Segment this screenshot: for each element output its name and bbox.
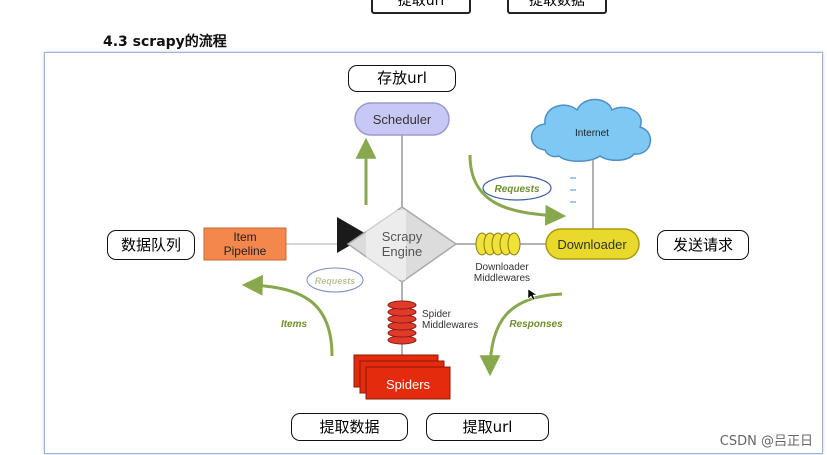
downloader-middlewares-label-1: Downloader	[475, 262, 529, 273]
item-pipeline-node	[203, 227, 287, 261]
downloader-label: Downloader	[557, 237, 627, 252]
engine-fade-overlay	[366, 210, 406, 280]
top-box-extract-data: 提取数据	[507, 0, 607, 14]
extract-data-annotation: 提取数据	[291, 413, 408, 441]
send-request-annotation: 发送请求	[657, 230, 749, 260]
scrapy-engine-node	[346, 206, 458, 283]
spiders-node	[365, 366, 451, 400]
scheduler-node	[354, 102, 450, 136]
requests-to-downloader-arrow	[468, 154, 567, 226]
requests-label-right: Requests	[494, 184, 539, 195]
spider-middlewares-label-2: Middlewares	[422, 320, 478, 331]
internet-label: Internet	[575, 128, 609, 139]
data-queue-annotation: 数据队列	[107, 230, 195, 260]
watermark: CSDN @吕正日	[719, 434, 813, 449]
spider-middlewares-label-1: Spider	[422, 309, 452, 320]
top-box-extract-url: 提取url	[371, 0, 471, 14]
responses-to-engine-arrow	[479, 292, 563, 377]
extract-url-annotation: 提取url	[426, 413, 549, 441]
requests-bubble-left	[306, 267, 364, 293]
scheduler-label: Scheduler	[373, 112, 432, 127]
requests-bubble-right	[482, 175, 552, 201]
mouse-cursor	[527, 288, 538, 301]
downloader-middlewares-coils	[475, 232, 521, 256]
spider-middlewares-stack	[387, 300, 417, 345]
items-to-pipeline-arrow	[241, 274, 334, 357]
item-pipeline-label-2: Pipeline	[224, 244, 267, 258]
store-url-annotation: 存放url	[348, 65, 456, 92]
engine-label-1: Scrapy	[382, 229, 423, 244]
item-pipeline-label-1: Item	[233, 230, 256, 244]
play-icon	[337, 217, 368, 253]
items-label: Items	[281, 319, 308, 330]
requests-label-left: Requests	[315, 276, 356, 286]
downloader-node	[545, 228, 640, 260]
internet-cloud	[530, 98, 652, 162]
spiders-label: Spiders	[386, 377, 431, 392]
downloader-middlewares-label-2: Middlewares	[474, 273, 530, 284]
section-heading: 4.3 scrapy的流程	[103, 34, 227, 50]
responses-label: Responses	[509, 319, 563, 330]
engine-label-2: Engine	[382, 244, 422, 259]
